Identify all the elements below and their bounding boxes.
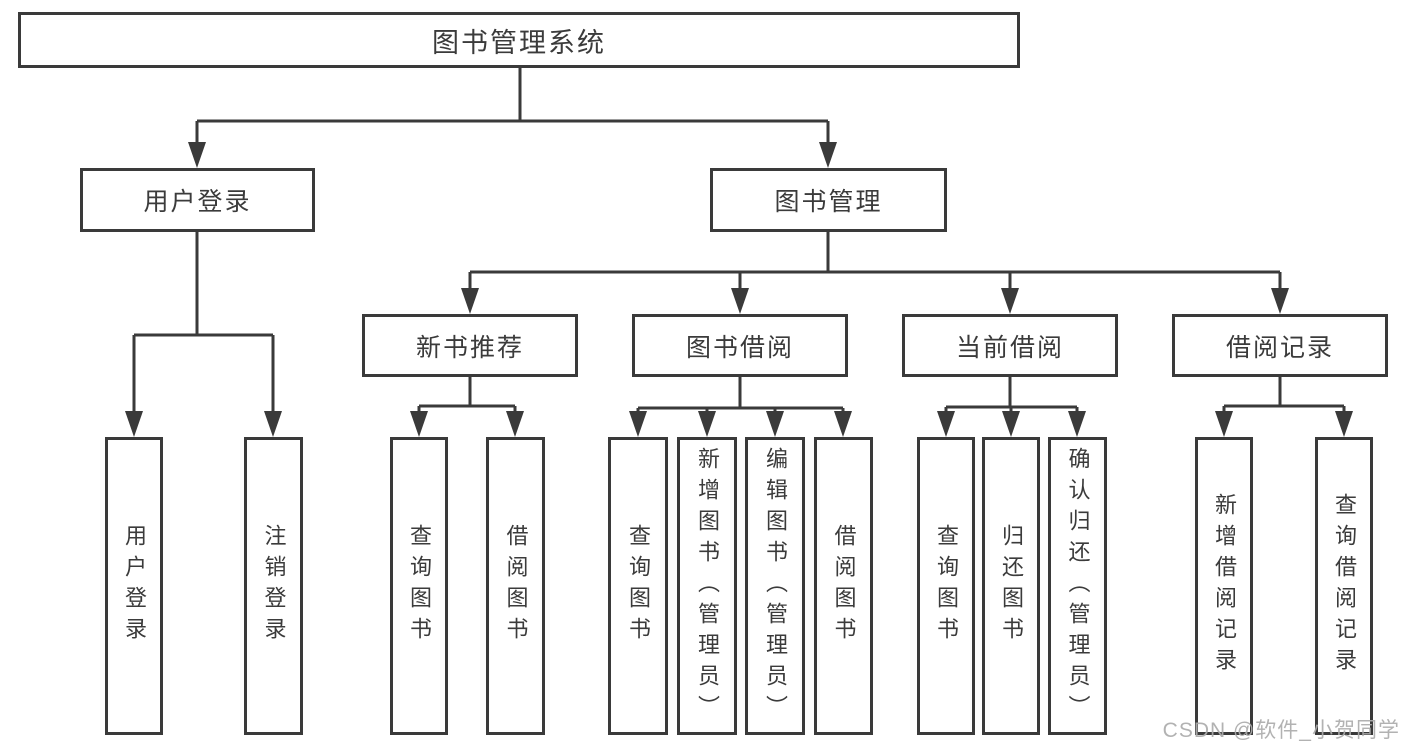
connector-book-management-to-groups — [461, 232, 1289, 314]
node-book-borrowing: 图书借阅 — [632, 314, 848, 377]
leaf-query-borrow-record-label: 查询借阅记录 — [1332, 493, 1357, 679]
leaf-current-query-books: 查询图书 — [917, 437, 975, 735]
connector-root-to-level2 — [188, 68, 837, 168]
leaf-edit-book-admin: 编辑图书（管理员） — [745, 437, 805, 735]
leaf-user-login: 用户登录 — [105, 437, 163, 735]
node-new-book-recommend-label: 新书推荐 — [415, 333, 524, 362]
node-user-login-label: 用户登录 — [143, 188, 252, 216]
leaf-add-book-admin: 新增图书（管理员） — [677, 437, 737, 735]
leaf-borrow-borrow-books-label: 借阅图书 — [831, 524, 857, 648]
node-new-book-recommend: 新书推荐 — [362, 314, 578, 377]
leaf-confirm-return-admin: 确认归还（管理员） — [1048, 437, 1107, 735]
leaf-add-borrow-record: 新增借阅记录 — [1195, 437, 1253, 735]
connector-book-borrowing-to-leaves — [629, 377, 852, 437]
connector-current-borrowing-to-leaves — [937, 377, 1086, 437]
node-library-system: 图书管理系统 — [18, 12, 1020, 68]
leaf-edit-book-admin-label: 编辑图书（管理员） — [763, 446, 788, 726]
node-book-borrowing-label: 图书借阅 — [685, 333, 794, 362]
node-book-management-label: 图书管理 — [774, 188, 883, 216]
node-borrowing-records: 借阅记录 — [1172, 314, 1388, 377]
leaf-return-books: 归还图书 — [982, 437, 1040, 735]
leaf-return-books-label: 归还图书 — [999, 524, 1024, 648]
connector-borrowing-records-to-leaves — [1215, 377, 1353, 437]
leaf-add-book-admin-label: 新增图书（管理员） — [695, 446, 720, 726]
leaf-query-borrow-record: 查询借阅记录 — [1315, 437, 1373, 735]
leaf-rec-query-books-label: 查询图书 — [407, 524, 432, 648]
leaf-current-query-books-label: 查询图书 — [934, 524, 959, 648]
node-current-borrowing: 当前借阅 — [902, 314, 1118, 377]
leaf-add-borrow-record-label: 新增借阅记录 — [1212, 493, 1237, 679]
leaf-borrow-query-books-label: 查询图书 — [626, 524, 651, 648]
leaf-user-login-label: 用户登录 — [122, 524, 147, 648]
leaf-confirm-return-admin-label: 确认归还（管理员） — [1065, 446, 1091, 726]
csdn-watermark: CSDN @软件_小贺同学 — [1162, 719, 1400, 742]
node-library-system-label: 图书管理系统 — [432, 27, 606, 58]
leaf-rec-query-books: 查询图书 — [390, 437, 448, 735]
node-user-login: 用户登录 — [80, 168, 315, 232]
leaf-logout: 注销登录 — [244, 437, 303, 735]
connector-user-login-to-leaves — [125, 232, 282, 437]
leaf-rec-borrow-books-label: 借阅图书 — [503, 524, 529, 648]
leaf-rec-borrow-books: 借阅图书 — [486, 437, 545, 735]
node-current-borrowing-label: 当前借阅 — [955, 333, 1064, 362]
leaf-borrow-query-books: 查询图书 — [608, 437, 668, 735]
leaf-logout-label: 注销登录 — [261, 524, 287, 648]
node-borrowing-records-label: 借阅记录 — [1225, 333, 1334, 362]
leaf-borrow-borrow-books: 借阅图书 — [814, 437, 873, 735]
connector-new-book-recommend-to-leaves — [410, 377, 524, 437]
node-book-management: 图书管理 — [710, 168, 947, 232]
